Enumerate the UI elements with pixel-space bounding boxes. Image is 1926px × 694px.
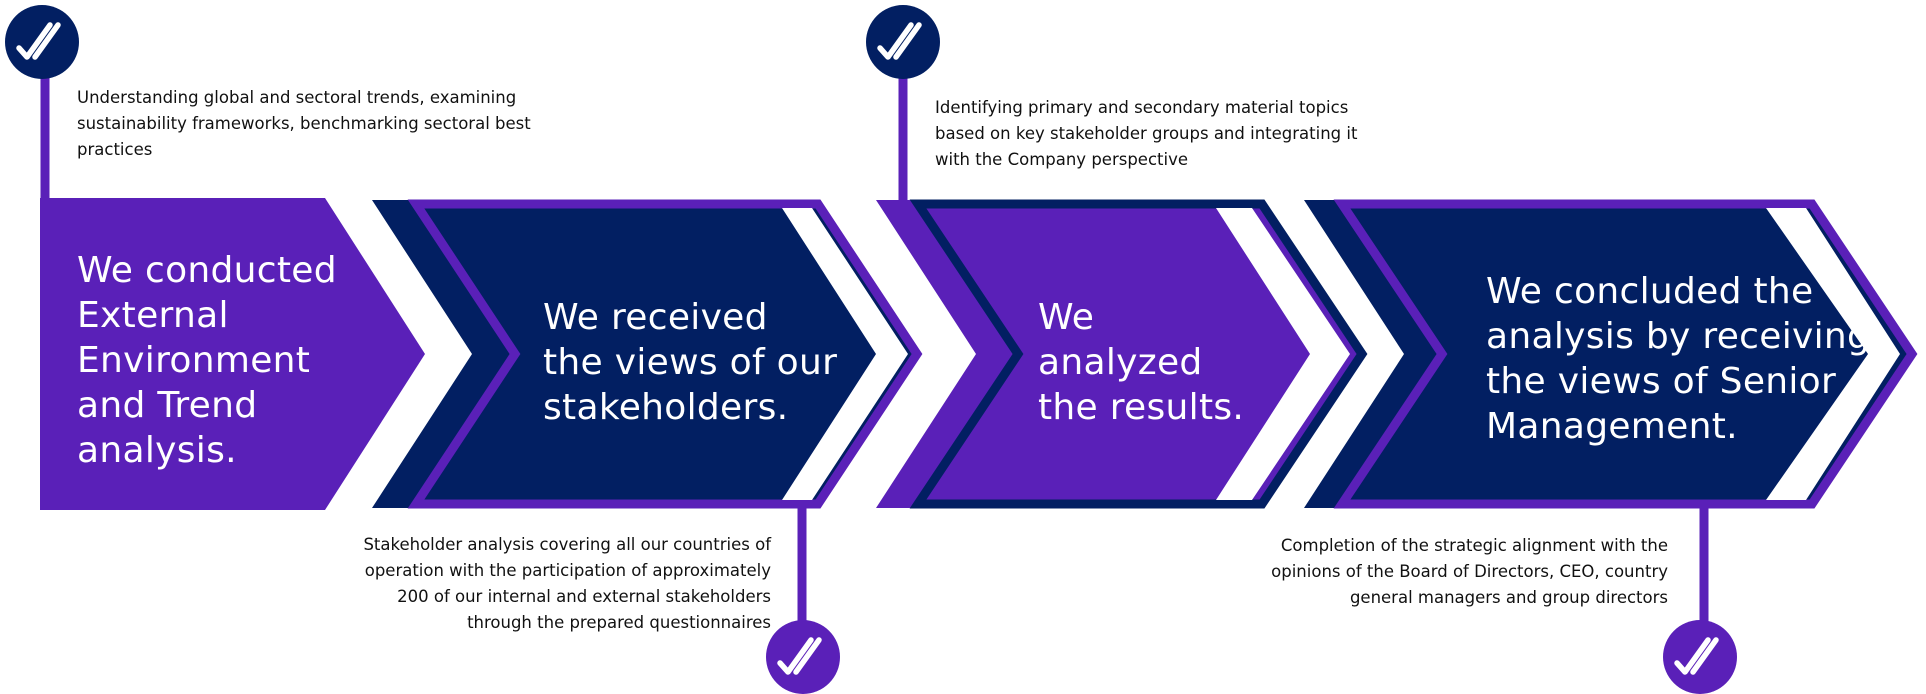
step-3-note-line: based on key stakeholder groups and inte… <box>935 124 1358 143</box>
step-4-title-line: We concluded the <box>1486 271 1814 312</box>
step-1-title-line: Environment <box>77 340 311 381</box>
step-4-note-line: Completion of the strategic alignment wi… <box>1280 536 1668 555</box>
step-1-title-line: We conducted <box>77 250 337 291</box>
step-4-front-arrow <box>1333 199 1918 509</box>
step-1-title-line: analysis. <box>77 430 237 471</box>
step-2-title-line: stakeholders. <box>543 387 789 428</box>
step-2-title-line: the views of our <box>543 342 838 383</box>
step-3-title: We analyzed the results. <box>1038 295 1244 430</box>
step-4-title: We concluded the analysis by receiving t… <box>1486 269 1870 449</box>
step-4-title-line: the views of Senior <box>1486 361 1837 402</box>
step-4-title-line: analysis by receiving <box>1486 316 1871 357</box>
step-1-title-line: External <box>77 295 229 336</box>
step-2-front-arrow <box>407 199 923 509</box>
step-3-title-line: the results. <box>1038 387 1245 428</box>
step-2-title-line: We received <box>543 297 768 338</box>
step-2-note: Stakeholder analysis covering all our co… <box>300 532 771 636</box>
double-check-icon <box>5 5 79 79</box>
step-2-note-line: Stakeholder analysis covering all our co… <box>363 535 771 554</box>
step-4-title-line: Management. <box>1486 406 1738 447</box>
step-3-title-line: We <box>1038 297 1095 338</box>
step-1-note-line: sustainability frameworks, benchmarking … <box>77 114 531 133</box>
step-3-front-arrow <box>909 199 1368 509</box>
step-2-note-line: through the prepared questionnaires <box>467 613 771 632</box>
step-1-title: We conducted External Environment and Tr… <box>77 248 337 473</box>
step-3-title-line: analyzed <box>1038 342 1203 383</box>
step-1-arrow <box>40 198 425 510</box>
double-check-icon <box>766 620 840 694</box>
step-1-title-line: and Trend <box>77 385 258 426</box>
step-3-note: Identifying primary and secondary materi… <box>935 95 1357 173</box>
step-3-white-band <box>1216 208 1350 500</box>
step-4-white-band <box>1766 208 1900 500</box>
step-4-note-line: general managers and group directors <box>1349 588 1668 607</box>
step-2-title: We received the views of our stakeholder… <box>543 295 837 430</box>
step-2-note-line: 200 of our internal and external stakeho… <box>397 587 771 606</box>
step-1-note: Understanding global and sectoral trends… <box>77 85 531 163</box>
step-3-note-line: with the Company perspective <box>935 150 1188 169</box>
double-check-icon <box>866 5 940 79</box>
double-check-icon <box>1663 620 1737 694</box>
step-4-note-line: opinions of the Board of Directors, CEO,… <box>1271 562 1668 581</box>
step-1-note-line: Understanding global and sectoral trends… <box>77 88 517 107</box>
step-2-white-band <box>782 208 908 500</box>
step-4-note: Completion of the strategic alignment wi… <box>1180 533 1668 611</box>
step-1-note-line: practices <box>77 140 153 159</box>
step-3-note-line: Identifying primary and secondary materi… <box>935 98 1349 117</box>
step-2-note-line: operation with the participation of appr… <box>364 561 771 580</box>
